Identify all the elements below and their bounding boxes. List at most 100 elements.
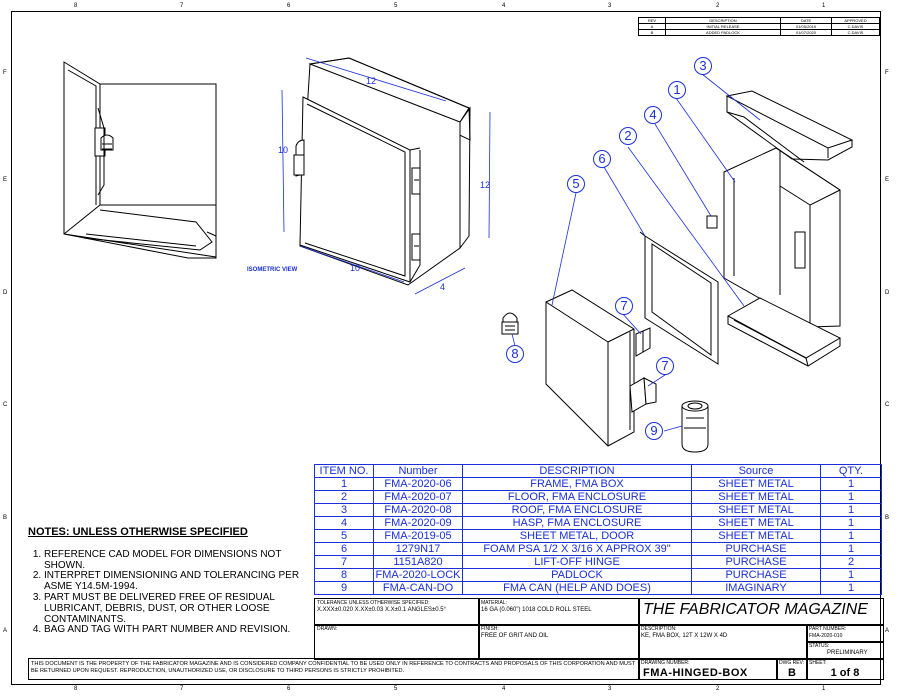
dimension-lines — [281, 57, 761, 432]
part-number-value: FMA-2020-010 — [809, 633, 843, 639]
dim-depth: 4 — [440, 282, 446, 292]
sheet-value: 1 of 8 — [830, 667, 860, 679]
zone-bottom-4: 4 — [502, 686, 506, 692]
bom-cell: 1 — [820, 581, 882, 595]
confidential-notice: THIS DOCUMENT IS THE PROPERTY OF THE FAB… — [31, 661, 636, 674]
bom-cell: 1 — [820, 516, 882, 530]
padlock-part-8 — [501, 312, 519, 335]
bom-header-number: Number — [373, 464, 463, 478]
bom-cell: FOAM PSA 1/2 X 3/16 X APPROX 39" — [462, 542, 692, 556]
zone-top-3: 3 — [608, 3, 612, 9]
part-number-box: PART NUMBER: FMA-2020-010 — [806, 624, 884, 643]
zone-bottom-5: 5 — [394, 686, 398, 692]
bill-of-materials: ITEM NO. Number DESCRIPTION Source QTY. … — [314, 464, 882, 595]
zone-right-D: D — [885, 290, 890, 296]
bom-cell: 5 — [314, 529, 374, 543]
bom-cell: FMA CAN (HELP AND DOES) — [462, 581, 692, 595]
rev-row: B ADDED PADLOCK 01/07/2020 C.DAVIS — [638, 29, 880, 36]
bom-cell: SHEET METAL — [691, 477, 821, 491]
note-item: REFERENCE CAD MODEL FOR DIMENSIONS NOT S… — [44, 549, 313, 572]
description-box: DESCRIPTION: KE, FMA BOX, 12T X 12W X 4D — [638, 624, 808, 660]
roof-part-3 — [725, 90, 854, 163]
door-part-5 — [545, 289, 635, 447]
isometric-view-label: ISOMETRIC VIEW — [247, 267, 298, 273]
zone-right-F: F — [885, 70, 889, 76]
floor-part-2 — [726, 297, 842, 367]
balloon-7: 7 — [615, 297, 633, 315]
note-item: PART MUST BE DELIVERED FREE OF RESIDUAL … — [44, 592, 313, 625]
dim-width-top: 12 — [366, 76, 377, 86]
bom-cell: FMA-2020-LOCK — [373, 568, 463, 582]
bom-header-item: ITEM NO. — [314, 464, 374, 478]
rev-cell: C.DAVIS — [831, 29, 880, 36]
tolerance-label: TOLERANCE UNLESS OTHERWISE SPECIFIED: — [317, 600, 430, 606]
zone-left-C: C — [3, 402, 8, 408]
tolerance-value: X.XXX±0.020 X.XX±0.03 X.X±0.1 ANGLES±0.5… — [317, 607, 446, 613]
bom-cell: IMAGINARY — [691, 581, 821, 595]
material-value: 16 GA (0.060") 1018 COLD ROLL STEEL — [481, 607, 592, 613]
bom-cell: 7 — [314, 555, 374, 569]
bom-cell: 1 — [314, 477, 374, 491]
zone-bottom-2: 2 — [716, 686, 720, 692]
bom-cell: ROOF, FMA ENCLOSURE — [462, 503, 692, 517]
drawing-border — [11, 11, 881, 685]
open-box-view — [63, 61, 217, 259]
rev-box: DWG REV: B — [776, 658, 808, 680]
zone-top-4: 4 — [502, 3, 506, 9]
zone-left-D: D — [3, 290, 8, 296]
bom-cell: FMA-CAN-DO — [373, 581, 463, 595]
status-box: STATUS: PRELIMINARY — [806, 641, 884, 660]
bom-cell: FMA-2020-09 — [373, 516, 463, 530]
bom-header-description: DESCRIPTION — [462, 464, 692, 478]
drawing-number-box: DRAWING NUMBER: FMA-HINGED-BOX — [638, 658, 778, 680]
note-item: BAG AND TAG WITH PART NUMBER AND REVISIO… — [44, 625, 313, 636]
drawn-box: DRAWN: — [314, 624, 480, 660]
bom-cell: LIFT-OFF HINGE — [462, 555, 692, 569]
bom-cell: 1 — [820, 490, 882, 504]
material-box: MATERIAL: 16 GA (0.060") 1018 COLD ROLL … — [478, 598, 640, 626]
rev-label: DWG REV: — [779, 660, 805, 666]
dim-height-right: 12 — [480, 180, 491, 190]
zone-top-8: 8 — [74, 3, 78, 9]
hinge-part-7 — [635, 327, 651, 357]
description-value: KE, FMA BOX, 12T X 12W X 4D — [641, 633, 728, 639]
bom-cell: PURCHASE — [691, 542, 821, 556]
zone-bottom-1: 1 — [822, 686, 826, 692]
bom-cell: 1 — [820, 477, 882, 491]
bom-cell: HASP, FMA ENCLOSURE — [462, 516, 692, 530]
bom-cell: PURCHASE — [691, 568, 821, 582]
description-label: DESCRIPTION: — [641, 626, 677, 632]
part-number-label: PART NUMBER: — [809, 626, 847, 632]
balloon-9: 9 — [645, 422, 663, 440]
balloon-1: 1 — [668, 81, 686, 99]
zone-bottom-7: 7 — [180, 686, 184, 692]
zone-left-B: B — [3, 515, 8, 521]
bom-cell: SHEET METAL, DOOR — [462, 529, 692, 543]
notes-block: NOTES: UNLESS OTHERWISE SPECIFIED REFERE… — [28, 527, 313, 636]
bom-cell: 8 — [314, 568, 374, 582]
balloon-5: 5 — [567, 175, 585, 193]
zone-top-7: 7 — [180, 3, 184, 9]
company-box: THE FABRICATOR MAGAZINE — [638, 598, 884, 626]
finish-value: FREE OF GRIT AND OIL — [481, 633, 549, 639]
zone-bottom-8: 8 — [74, 686, 78, 692]
bom-cell: SHEET METAL — [691, 490, 821, 504]
tolerance-box: TOLERANCE UNLESS OTHERWISE SPECIFIED: X.… — [314, 598, 480, 626]
zone-left-A: A — [3, 628, 8, 634]
bom-cell: 1151A820 — [373, 555, 463, 569]
drawing-number: FMA-HINGED-BOX — [643, 667, 748, 679]
bom-cell: 1 — [820, 503, 882, 517]
bom-cell: 2 — [314, 490, 374, 504]
bom-cell: 4 — [314, 516, 374, 530]
drawing-number-label: DRAWING NUMBER: — [641, 660, 690, 666]
bom-cell: 1279N17 — [373, 542, 463, 556]
zone-bottom-6: 6 — [287, 686, 291, 692]
